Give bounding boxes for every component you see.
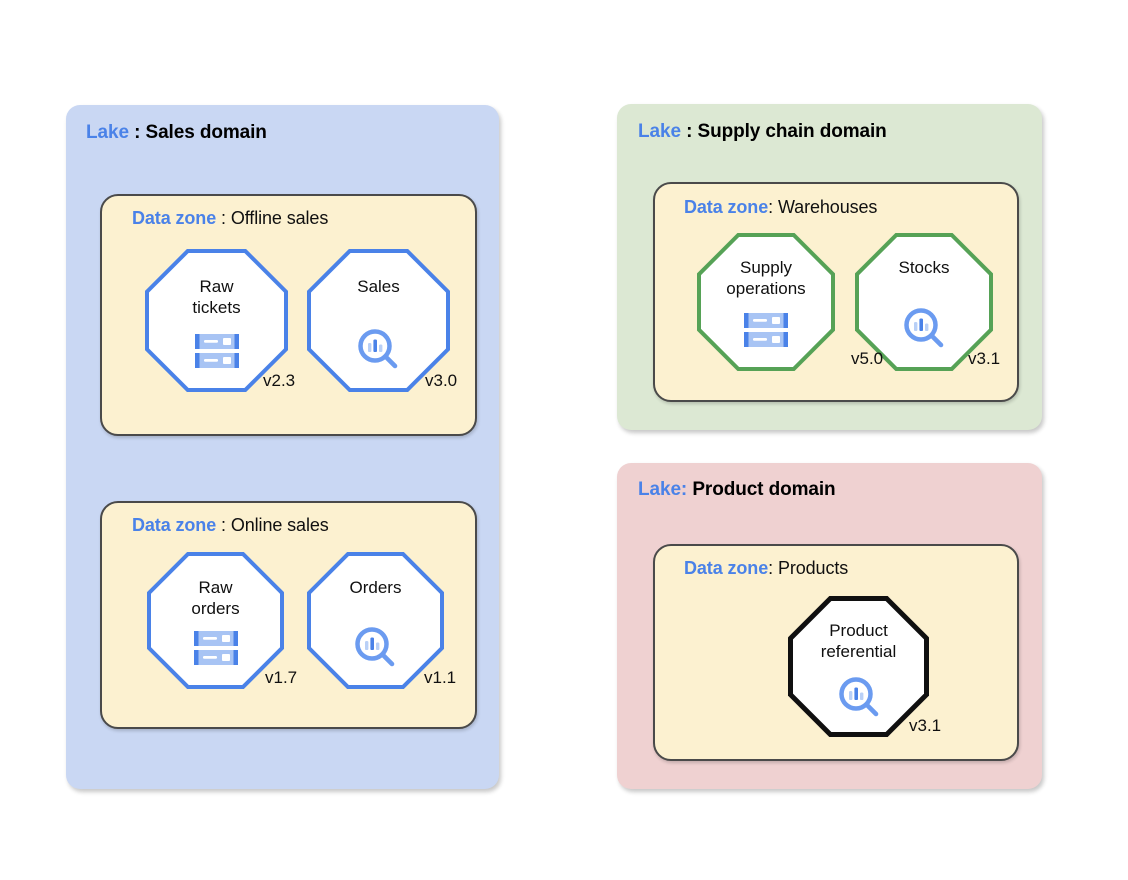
zone-prefix-label: Data zone xyxy=(132,515,217,535)
zone-separator: : xyxy=(216,208,231,228)
database-icon xyxy=(194,333,240,369)
data-zone-products[interactable]: Data zone: Products Product referential … xyxy=(653,544,1019,761)
asset-fill xyxy=(311,253,446,388)
zone-separator: : xyxy=(768,197,778,217)
analytics-magnifier-icon xyxy=(355,627,397,669)
lake-supply-chain[interactable]: Lake : Supply chain domain Data zone: Wa… xyxy=(617,104,1042,430)
zone-separator: : xyxy=(216,515,231,535)
lake-separator: : xyxy=(680,479,693,500)
zone-name-label: Offline sales xyxy=(230,208,329,228)
asset-product-referential-label: Product referential xyxy=(820,621,897,661)
asset-orders-version: v1.1 xyxy=(424,668,457,687)
zone-prefix-label: Data zone xyxy=(684,558,769,578)
database-icon xyxy=(743,312,789,348)
lake-separator: : xyxy=(128,122,146,143)
database-icon xyxy=(193,630,239,666)
asset-raw-tickets-version: v2.3 xyxy=(263,371,296,390)
asset-sales[interactable] xyxy=(307,249,450,392)
lake-prefix-label: Lake xyxy=(638,121,681,142)
asset-product-referential-version: v3.1 xyxy=(909,716,942,735)
data-zone-products-title: Data zone: Products xyxy=(684,558,848,579)
zone-prefix-label: Data zone xyxy=(684,197,769,217)
data-zone-warehouses[interactable]: Data zone: Warehouses Supply operations … xyxy=(653,182,1019,402)
analytics-magnifier-icon xyxy=(358,329,400,371)
lake-name-label: Product domain xyxy=(692,479,836,500)
lake-separator: : xyxy=(680,121,698,142)
asset-stocks[interactable] xyxy=(855,233,993,371)
data-zone-offline-sales-title: Data zone : Offline sales xyxy=(132,208,328,229)
lake-supply-chain-title: Lake : Supply chain domain xyxy=(638,121,887,143)
asset-fill xyxy=(859,237,989,367)
asset-supply-operations[interactable] xyxy=(697,233,835,371)
asset-sales-version: v3.0 xyxy=(425,371,458,390)
asset-sales-label: Sales xyxy=(357,277,400,296)
lake-prefix-label: Lake xyxy=(638,479,681,500)
data-zone-offline-sales[interactable]: Data zone : Offline sales Raw tickets v2… xyxy=(100,194,477,436)
zone-prefix-label: Data zone xyxy=(132,208,217,228)
asset-fill xyxy=(311,556,440,685)
zone-name-label: Online sales xyxy=(230,515,329,535)
asset-supply-operations-label: Supply operations xyxy=(726,258,806,298)
asset-supply-operations-version: v5.0 xyxy=(851,349,884,368)
data-zone-online-sales[interactable]: Data zone : Online sales Raw orders v1.7 xyxy=(100,501,477,729)
zone-name-label: Products xyxy=(777,558,849,578)
lake-sales[interactable]: Lake : Sales domain Data zone : Offline … xyxy=(66,105,499,789)
asset-orders[interactable] xyxy=(307,552,444,689)
asset-stocks-label: Stocks xyxy=(898,258,950,277)
lake-prefix-label: Lake xyxy=(86,122,129,143)
analytics-magnifier-icon xyxy=(904,308,946,350)
zone-name-label: Warehouses xyxy=(777,197,878,217)
lake-name-label: Supply chain domain xyxy=(697,121,887,142)
data-zone-online-sales-title: Data zone : Online sales xyxy=(132,515,329,536)
asset-product-referential[interactable] xyxy=(788,596,929,737)
lake-product-title: Lake: Product domain xyxy=(638,479,836,501)
asset-raw-orders-version: v1.7 xyxy=(265,668,298,687)
lake-product[interactable]: Lake: Product domain Data zone: Products… xyxy=(617,463,1042,789)
asset-raw-tickets-label: Raw tickets xyxy=(192,277,241,317)
data-zone-warehouses-title: Data zone: Warehouses xyxy=(684,197,877,218)
lake-sales-title: Lake : Sales domain xyxy=(86,122,267,144)
asset-raw-orders[interactable] xyxy=(147,552,284,689)
zone-separator: : xyxy=(768,558,778,578)
asset-stocks-version: v3.1 xyxy=(968,349,1001,368)
lake-name-label: Sales domain xyxy=(145,122,267,143)
asset-raw-tickets[interactable] xyxy=(145,249,288,392)
analytics-magnifier-icon xyxy=(839,677,881,719)
asset-raw-orders-label: Raw orders xyxy=(191,578,240,618)
asset-orders-label: Orders xyxy=(349,578,402,597)
